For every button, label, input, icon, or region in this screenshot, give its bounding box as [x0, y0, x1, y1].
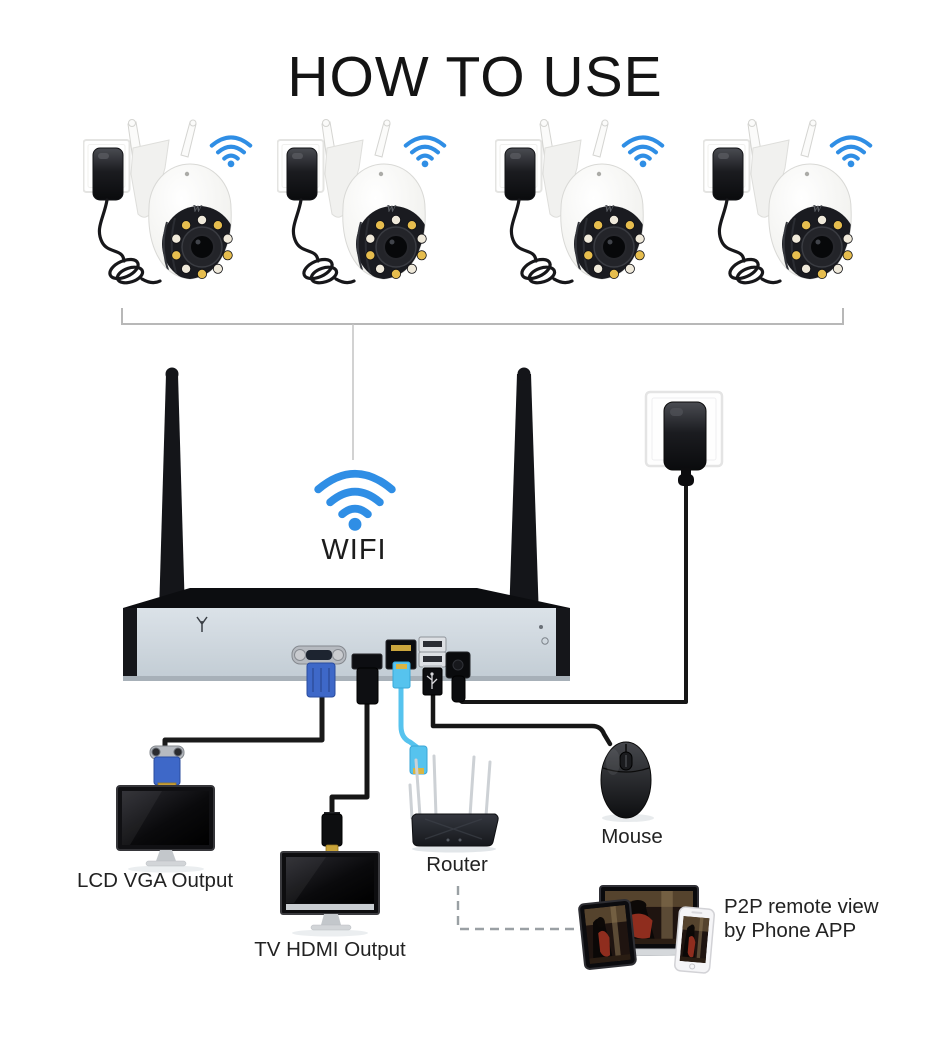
- nvr: [123, 367, 570, 681]
- camera-unit-2: [278, 120, 445, 286]
- p2p-remote-view-label: P2P remote view by Phone APP: [724, 895, 879, 942]
- p2p-dashed-connector: [456, 886, 584, 931]
- router-label: Router: [426, 853, 488, 876]
- antenna-symbol-icon: [196, 616, 208, 632]
- p2p-label-line1: P2P remote view: [724, 895, 879, 918]
- nvr-right-edge: [556, 608, 570, 680]
- camera-unit-4: [704, 120, 871, 286]
- nvr-hdmi-port: [351, 653, 383, 705]
- p2p-phone: [674, 906, 715, 974]
- wifi-icon-large: [318, 474, 392, 531]
- camera-unit-1: [84, 120, 251, 286]
- vga-cable: [162, 693, 325, 753]
- nvr-top: [123, 588, 570, 608]
- nvr-power-adapter: [644, 390, 724, 486]
- router: [408, 754, 499, 853]
- ethernet-cable: [398, 683, 421, 751]
- nvr-power-port: [445, 651, 471, 703]
- tv-hdmi-output-label: TV HDMI Output: [254, 938, 406, 961]
- nvr-front-panel: [123, 608, 570, 680]
- camera-group-bracket: [121, 308, 844, 325]
- mouse: [600, 741, 654, 822]
- p2p-label-line2: by Phone APP: [724, 918, 857, 942]
- usb-mouse-cable: [430, 691, 613, 747]
- tv-monitor: [280, 851, 380, 937]
- hdmi-cable: [329, 697, 370, 819]
- ethernet-connector: [409, 745, 428, 775]
- router-antennas: [408, 754, 492, 820]
- nvr-ethernet-port: [385, 639, 417, 689]
- nvr-bottom-edge: [123, 676, 570, 681]
- vga-connector: [149, 745, 185, 790]
- p2p-tablet: [578, 898, 637, 970]
- camera-unit-3: [496, 120, 663, 286]
- lcd-vga-output-label: LCD VGA Output: [76, 869, 234, 892]
- page-title: HOW TO USE: [287, 45, 663, 109]
- nvr-led-dot: [539, 625, 543, 629]
- wifi-label: WIFI: [321, 534, 387, 566]
- mouse-label: Mouse: [601, 825, 663, 848]
- nvr-usb-ports: [418, 636, 447, 696]
- nvr-vga-port: [291, 645, 347, 698]
- nvr-left-edge: [123, 608, 137, 680]
- nvr-screw: [541, 637, 549, 645]
- hdmi-connector: [321, 812, 343, 855]
- lcd-monitor: [116, 785, 215, 873]
